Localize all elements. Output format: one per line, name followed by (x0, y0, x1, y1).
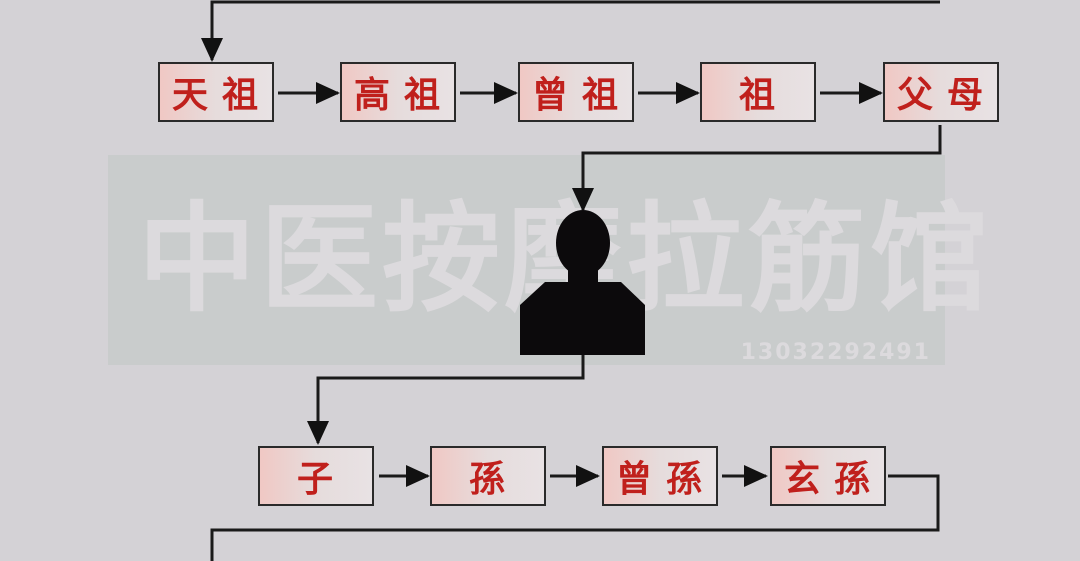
box-ancestor-tianzu: 天祖 (158, 62, 274, 122)
box-ancestor-zengzu: 曾祖 (518, 62, 634, 122)
watermark-phone: 13032292491 (740, 340, 931, 365)
box-great-grandson: 曾孫 (602, 446, 718, 506)
person-silhouette-icon (520, 210, 645, 355)
box-son: 子 (258, 446, 374, 506)
box-great-great-grandson: 玄孫 (770, 446, 886, 506)
arrow-bottom-loop (210, 474, 940, 561)
arrow-top-loop (201, 0, 940, 62)
box-ancestor-gaozu: 高祖 (340, 62, 456, 122)
arrow-to-son (307, 355, 585, 445)
arrow-to-self (572, 125, 942, 212)
box-parents: 父母 (883, 62, 999, 122)
box-ancestor-zu: 祖 (700, 62, 816, 122)
box-grandson: 孫 (430, 446, 546, 506)
